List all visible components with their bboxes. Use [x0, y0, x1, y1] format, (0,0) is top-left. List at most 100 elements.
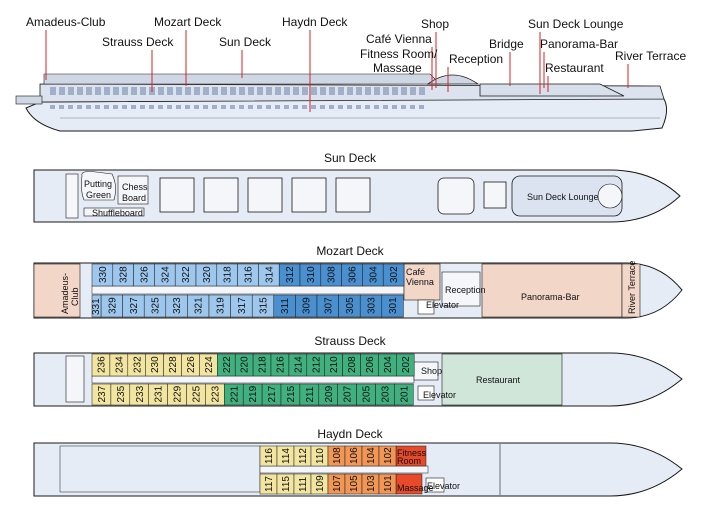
lounge-round-seating	[597, 183, 623, 209]
cabin-101-label: 101	[383, 475, 394, 492]
cabin-323-label: 323	[172, 297, 183, 314]
mozart-elevator	[417, 299, 435, 315]
sun-deck-stern-area	[65, 173, 79, 219]
profile-window	[221, 87, 227, 95]
amadeus-club-area	[33, 263, 81, 318]
profile-window	[383, 87, 389, 95]
profile-porthole	[266, 105, 271, 109]
callout-reception: Reception	[449, 52, 503, 66]
cabin-303-label: 303	[367, 297, 378, 314]
cabin-305-label: 305	[345, 297, 356, 314]
fitness-label: Fitness	[397, 448, 427, 458]
profile-porthole	[401, 105, 406, 109]
cabin-327-label: 327	[129, 297, 140, 314]
profile-porthole	[320, 105, 325, 109]
putting-green	[81, 171, 116, 201]
cabin-236-label: 236	[96, 356, 107, 373]
cabin-104-label: 104	[366, 447, 377, 464]
cabin-107-label: 107	[332, 475, 343, 492]
cabin-315-label: 315	[259, 297, 270, 314]
strauss-corridor	[91, 375, 415, 384]
cabin-320-label: 320	[202, 266, 213, 283]
haydn-corridor	[259, 465, 429, 474]
profile-window	[185, 87, 191, 95]
profile-window	[104, 87, 110, 95]
profile-porthole	[113, 105, 118, 109]
ship-side-profile	[15, 30, 668, 132]
profile-porthole	[365, 105, 370, 109]
profile-porthole	[158, 105, 163, 109]
profile-porthole	[212, 105, 217, 109]
profile-window	[419, 87, 425, 95]
profile-dome	[426, 74, 480, 85]
profile-porthole	[275, 105, 280, 109]
profile-porthole	[338, 105, 343, 109]
cabin-226-label: 226	[186, 356, 197, 373]
cabin-321-label: 321	[194, 297, 205, 314]
profile-window	[131, 87, 137, 95]
profile-window	[176, 87, 182, 95]
profile-window	[266, 87, 272, 95]
cabin-224-label: 224	[204, 356, 215, 373]
putting-green-label: Putting	[84, 179, 112, 189]
profile-porthole	[248, 105, 253, 109]
cabin-307-label: 307	[323, 297, 334, 314]
profile-window	[365, 87, 371, 95]
callout-mozart-deck: Mozart Deck	[154, 15, 222, 29]
cabin-208-label: 208	[347, 356, 358, 373]
profile-porthole	[185, 105, 190, 109]
profile-porthole	[356, 105, 361, 109]
cabin-116-label: 116	[264, 448, 275, 464]
cabin-222-label: 222	[222, 356, 233, 373]
cabin-234-label: 234	[114, 356, 125, 373]
callout-cafe-vienna: Café Vienna	[366, 32, 432, 46]
sun-shade	[335, 177, 371, 213]
cabin-316-label: 316	[244, 266, 255, 283]
profile-window	[50, 87, 56, 95]
cabin-205-label: 205	[362, 385, 373, 402]
sun-shade	[291, 177, 327, 213]
profile-porthole	[140, 105, 145, 109]
sun-deck-lounge-label: Sun Deck Lounge	[527, 192, 599, 202]
profile-porthole	[410, 105, 415, 109]
callout-strauss-deck: Strauss Deck	[102, 35, 174, 49]
cabin-329-label: 329	[107, 297, 118, 314]
profile-porthole	[257, 105, 262, 109]
profile-porthole	[59, 105, 64, 109]
cabin-324-label: 324	[160, 266, 171, 283]
cabin-331	[91, 294, 102, 318]
cabin-103-label: 103	[366, 475, 377, 492]
cabin-312-label: 312	[285, 266, 296, 283]
mozart-deck-title: Mozart Deck	[316, 244, 384, 258]
fitness-label-2: Room	[397, 456, 421, 466]
profile-window	[293, 87, 299, 95]
profile-window	[302, 87, 308, 95]
cafe-vienna-label: Café	[406, 267, 425, 277]
profile-porthole	[221, 105, 226, 109]
restaurant-label: Restaurant	[476, 375, 521, 385]
sun-shade	[203, 177, 239, 213]
reception-area	[441, 271, 481, 307]
sun-shades	[159, 177, 371, 213]
sun-deck-title: Sun Deck	[324, 151, 377, 165]
chess-board-label: Chess	[122, 182, 148, 192]
cabin-115-label: 115	[281, 476, 292, 492]
cabin-112-label: 112	[298, 448, 309, 464]
cabin-108-label: 108	[332, 447, 343, 464]
haydn-deck-title: Haydn Deck	[317, 427, 383, 441]
cabin-328-label: 328	[119, 266, 130, 283]
profile-window	[275, 87, 281, 95]
cabin-212-label: 212	[311, 356, 322, 373]
cabin-235-label: 235	[116, 385, 127, 402]
callout-sun-deck: Sun Deck	[219, 35, 272, 49]
river-terrace-label: River Terrace	[627, 261, 637, 314]
cabin-302-label: 302	[389, 266, 400, 283]
profile-porthole	[149, 105, 154, 109]
cabin-331-label: 331	[91, 298, 102, 315]
